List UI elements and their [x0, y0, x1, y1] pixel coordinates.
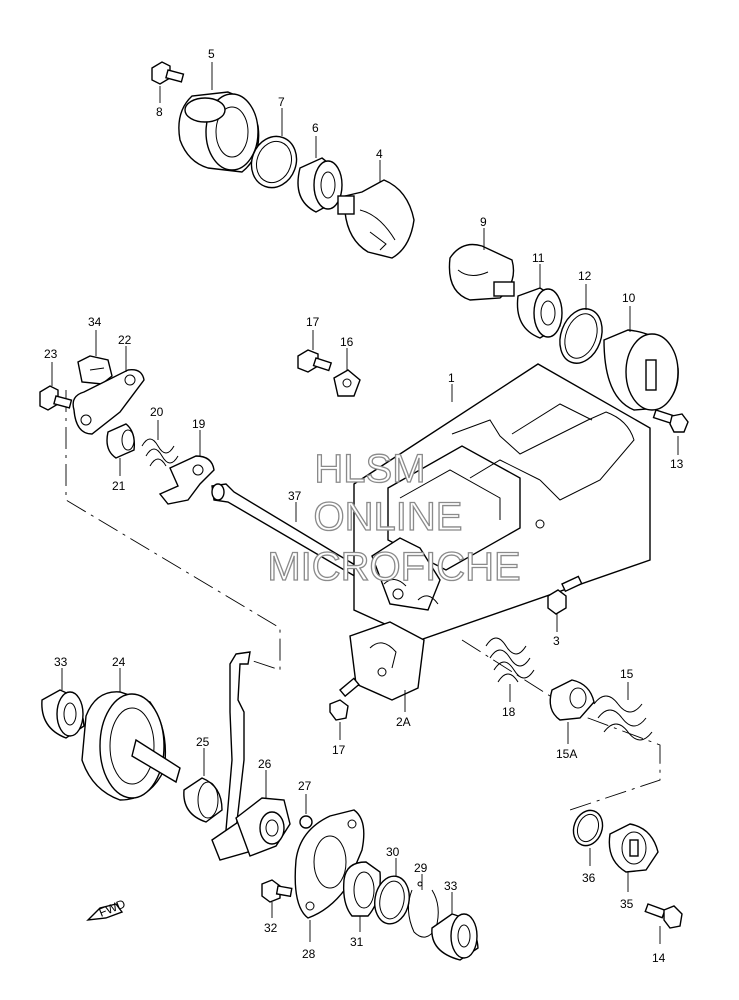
label-32: 32 [264, 921, 278, 935]
label-31: 31 [350, 935, 364, 949]
assembly-boundary [65, 390, 661, 811]
label-15: 15 [620, 667, 634, 681]
part-5-sleeve[interactable] [178, 62, 260, 173]
part-26-bushing-plate[interactable] [235, 770, 291, 857]
label-36: 36 [582, 871, 596, 885]
label-14: 14 [652, 951, 666, 965]
label-26: 26 [258, 757, 272, 771]
label-33-right: 33 [444, 879, 458, 893]
label-13: 13 [670, 457, 684, 471]
part-11-bearing[interactable] [516, 264, 563, 339]
label-15A: 15A [556, 747, 577, 761]
label-29: 29 [414, 861, 428, 875]
watermark-line-1: HLSM [314, 447, 425, 491]
label-35: 35 [620, 897, 634, 911]
label-23: 23 [44, 347, 58, 361]
label-18: 18 [502, 705, 516, 719]
watermark-line-3: MICROFICHE [267, 545, 520, 589]
part-17-bolt-upper[interactable] [297, 330, 333, 373]
part-8-bolt[interactable] [151, 61, 185, 103]
fwd-arrow-icon: FWD [86, 896, 128, 921]
label-6: 6 [312, 121, 319, 135]
part-34-clip[interactable] [77, 330, 113, 385]
label-20: 20 [150, 405, 164, 419]
part-12-o-ring[interactable] [553, 284, 610, 369]
part-36-o-ring[interactable] [569, 806, 608, 866]
label-4: 4 [376, 147, 383, 161]
watermark-line-2: ONLINE [314, 495, 463, 539]
part-10-cap[interactable] [603, 306, 679, 411]
part-17-bolt-lower[interactable] [329, 677, 360, 740]
label-8: 8 [156, 105, 163, 119]
part-14-bolt[interactable] [644, 903, 683, 944]
part-33-bearing-left[interactable] [41, 668, 85, 739]
part-32-bolt[interactable] [261, 879, 293, 918]
part-24-gear[interactable] [81, 668, 181, 801]
callout-labels: 5 8 7 6 4 9 11 12 10 13 17 16 34 23 22 2… [44, 47, 684, 965]
label-24: 24 [112, 655, 126, 669]
label-1: 1 [448, 371, 455, 385]
part-31-seal[interactable] [342, 861, 381, 932]
part-37-shaft[interactable] [211, 483, 361, 580]
part-16-washer[interactable] [333, 348, 361, 397]
part-28-gasket[interactable] [294, 809, 365, 942]
watermark: HLSM ONLINE MICROFICHE [267, 446, 522, 589]
part-27-pin[interactable] [299, 794, 313, 829]
label-21: 21 [112, 479, 126, 493]
part-13-bolt[interactable] [652, 409, 689, 455]
part-29-circlip[interactable] [408, 874, 439, 938]
part-9-cam-stopper[interactable] [448, 228, 515, 301]
label-3: 3 [553, 634, 560, 648]
part-6-bearing[interactable] [297, 136, 343, 213]
part-23-bolt[interactable] [39, 362, 73, 411]
part-22-lever[interactable] [72, 346, 145, 435]
part-2A-plate[interactable] [349, 621, 425, 712]
part-7-o-ring[interactable] [244, 108, 303, 194]
label-10: 10 [622, 291, 636, 305]
label-30: 30 [386, 845, 400, 859]
label-17-upper: 17 [306, 315, 320, 329]
label-27: 27 [298, 779, 312, 793]
part-33-bearing-right[interactable] [431, 892, 479, 961]
label-12: 12 [578, 269, 592, 283]
label-34: 34 [88, 315, 102, 329]
label-9: 9 [480, 215, 487, 229]
part-30-o-ring[interactable] [371, 858, 413, 927]
part-3-bolt[interactable] [547, 575, 583, 632]
part-4-cam-drum[interactable] [337, 160, 415, 259]
label-33-left: 33 [54, 655, 68, 669]
part-21-pin[interactable] [106, 423, 136, 476]
part-35-plug[interactable] [608, 823, 659, 892]
part-1-shift-assembly[interactable] [353, 363, 651, 641]
label-37: 37 [288, 489, 302, 503]
label-22: 22 [118, 333, 132, 347]
part-15A-guide[interactable] [549, 679, 595, 744]
label-11: 11 [532, 251, 545, 265]
part-15-spring[interactable] [593, 682, 653, 741]
label-7: 7 [278, 95, 285, 109]
label-25: 25 [196, 735, 210, 749]
part-25-needle-bearing[interactable] [183, 748, 223, 823]
label-28: 28 [302, 947, 316, 961]
label-2A: 2A [396, 715, 411, 729]
label-17-lower: 17 [332, 743, 346, 757]
part-20-spring[interactable] [141, 420, 179, 467]
part-18-spring[interactable] [485, 637, 535, 702]
part-19-bracket[interactable] [158, 430, 215, 505]
label-16: 16 [340, 335, 354, 349]
label-19: 19 [192, 417, 206, 431]
label-5: 5 [208, 47, 215, 61]
